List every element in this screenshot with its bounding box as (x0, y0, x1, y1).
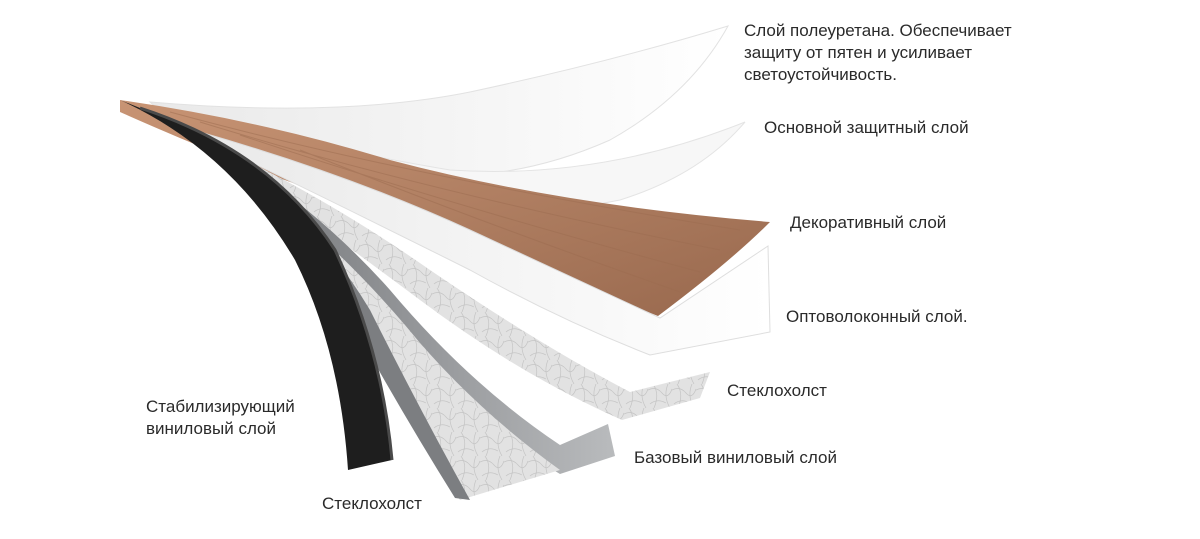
label-polyurethane: Слой полеуретана. Обеспечивает защиту от… (744, 21, 1012, 84)
stabilizing-edge (139, 106, 394, 461)
decorative-layer (120, 100, 770, 316)
label-fiberglass-top: Стеклохолст (727, 381, 827, 400)
label-fiberglass-bottom: Стеклохолст (322, 494, 422, 513)
grey-vinyl-layer (200, 136, 470, 500)
label-base-vinyl: Базовый виниловый слой (634, 448, 837, 467)
label-stabilizing-vinyl: Стабилизирующий виниловый слой (146, 397, 295, 438)
label-optic: Оптоволоконный слой. (786, 307, 968, 326)
fiberglass-top-layer (225, 150, 710, 420)
optic-layer (198, 131, 771, 356)
label-decorative: Декоративный слой (790, 213, 947, 232)
wood-grain (169, 111, 741, 293)
stabilizing-vinyl-layer (120, 100, 392, 470)
fiberglass-bottom-layer (190, 132, 560, 500)
label-protective: Основной защитный слой (764, 118, 969, 137)
